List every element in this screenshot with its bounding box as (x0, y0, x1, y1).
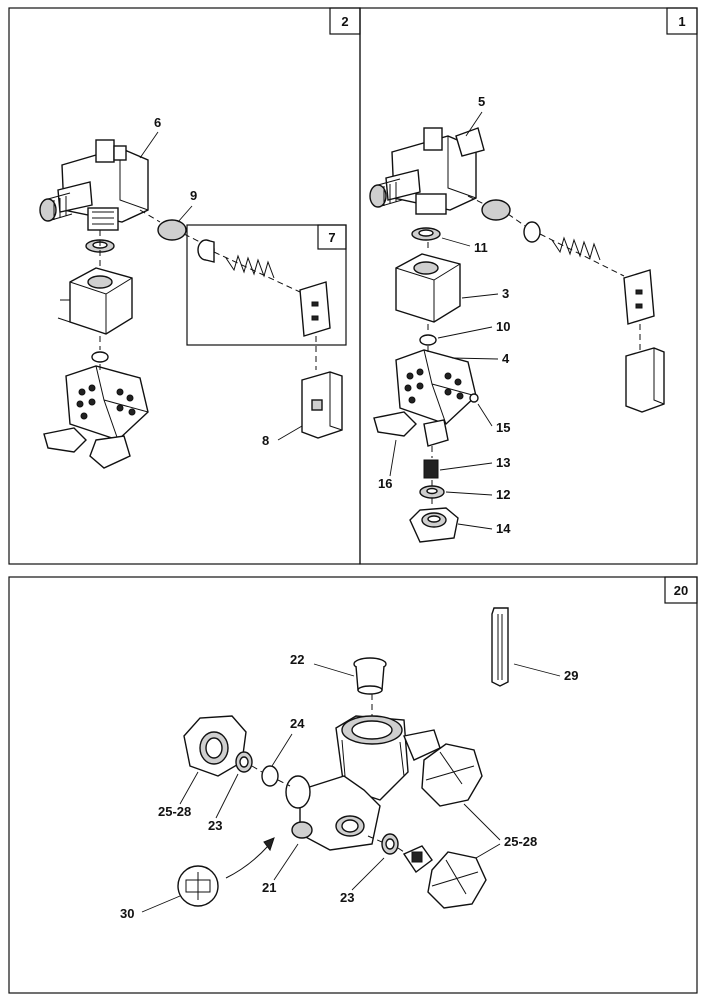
panel-number-2: 2 (329, 7, 361, 35)
inset-7-frame (186, 224, 347, 346)
nut-left-25-28 (183, 715, 247, 777)
nozzle-turret (43, 365, 149, 469)
label-16: 16 (378, 476, 392, 491)
label-25-28-right: 25-28 (504, 834, 537, 849)
label-10: 10 (496, 319, 510, 334)
leader-13 (439, 462, 493, 471)
leader-12 (445, 491, 493, 496)
label-22: 22 (290, 652, 304, 667)
filter-disc (481, 199, 511, 221)
nut-right-top (421, 743, 483, 807)
panel-number-7: 7 (317, 224, 347, 250)
spring-assembly (523, 221, 665, 413)
seal-24 (261, 765, 279, 787)
valve-body-5 (369, 127, 485, 215)
label-5: 5 (478, 94, 485, 109)
leader-22 (313, 663, 355, 677)
nut-right-bottom (427, 851, 487, 909)
valve-body-6 (39, 139, 149, 231)
leader-25-28-left (179, 771, 199, 805)
leader-21 (273, 843, 299, 881)
leader-5 (465, 111, 483, 137)
label-12: 12 (496, 487, 510, 502)
panel-20-drawing (177, 607, 509, 909)
cap-nut-14 (409, 507, 459, 543)
leader-10 (437, 326, 493, 339)
label-23-left: 23 (208, 818, 222, 833)
label-9: 9 (190, 188, 197, 203)
label-13: 13 (496, 455, 510, 470)
leader-25-28-right (463, 803, 501, 859)
label-3: 3 (502, 286, 509, 301)
nozzle-block (57, 267, 133, 335)
washer-10 (419, 334, 437, 346)
svg-text:1: 1 (678, 14, 685, 29)
multi-body-21 (285, 715, 441, 851)
svg-text:7: 7 (328, 230, 335, 245)
filter-disc-9 (157, 219, 187, 241)
panel-20-frame (8, 576, 698, 994)
panel-1-drawing (369, 127, 665, 543)
panel-number-20: 20 (664, 576, 698, 604)
label-25-28-left: 25-28 (158, 804, 191, 819)
svg-text:20: 20 (674, 583, 688, 598)
label-21: 21 (262, 880, 276, 895)
leader-15 (477, 403, 493, 427)
label-15: 15 (496, 420, 510, 435)
leader-29 (513, 663, 561, 677)
leader-14 (457, 523, 493, 530)
leader-23-right (351, 857, 385, 891)
leader-3 (461, 293, 499, 299)
svg-text:2: 2 (341, 14, 348, 29)
label-6: 6 (154, 115, 161, 130)
label-30: 30 (120, 906, 134, 921)
label-8: 8 (262, 433, 269, 448)
small-washer (91, 351, 109, 363)
leader-8 (277, 425, 303, 441)
leader-24 (271, 733, 293, 767)
nozzle-block-3 (395, 253, 461, 323)
label-24: 24 (290, 716, 305, 731)
label-29: 29 (564, 668, 578, 683)
label-23-right: 23 (340, 890, 354, 905)
curved-arrow (225, 845, 269, 879)
leader-6 (139, 131, 159, 159)
leader-9 (177, 205, 193, 223)
leader-4 (451, 357, 499, 360)
leader-23-left (215, 773, 239, 819)
leader-30 (141, 895, 181, 913)
insert-22 (353, 657, 387, 695)
panel-2-drawing (39, 139, 343, 469)
spring-13 (423, 459, 439, 479)
panel-number-1: 1 (666, 7, 698, 35)
label-11: 11 (474, 240, 488, 255)
panel-2-frame (8, 7, 361, 565)
pin-29 (491, 607, 509, 687)
panel-1-frame (359, 7, 698, 565)
inset-7-parts (197, 239, 331, 337)
tool-30 (177, 865, 219, 907)
bracket-8 (301, 371, 343, 439)
leader-11 (441, 237, 471, 247)
label-4: 4 (502, 351, 510, 366)
label-14: 14 (496, 521, 511, 536)
check-valve (402, 845, 433, 874)
leader-16 (389, 439, 397, 477)
turret-4 (373, 349, 479, 447)
